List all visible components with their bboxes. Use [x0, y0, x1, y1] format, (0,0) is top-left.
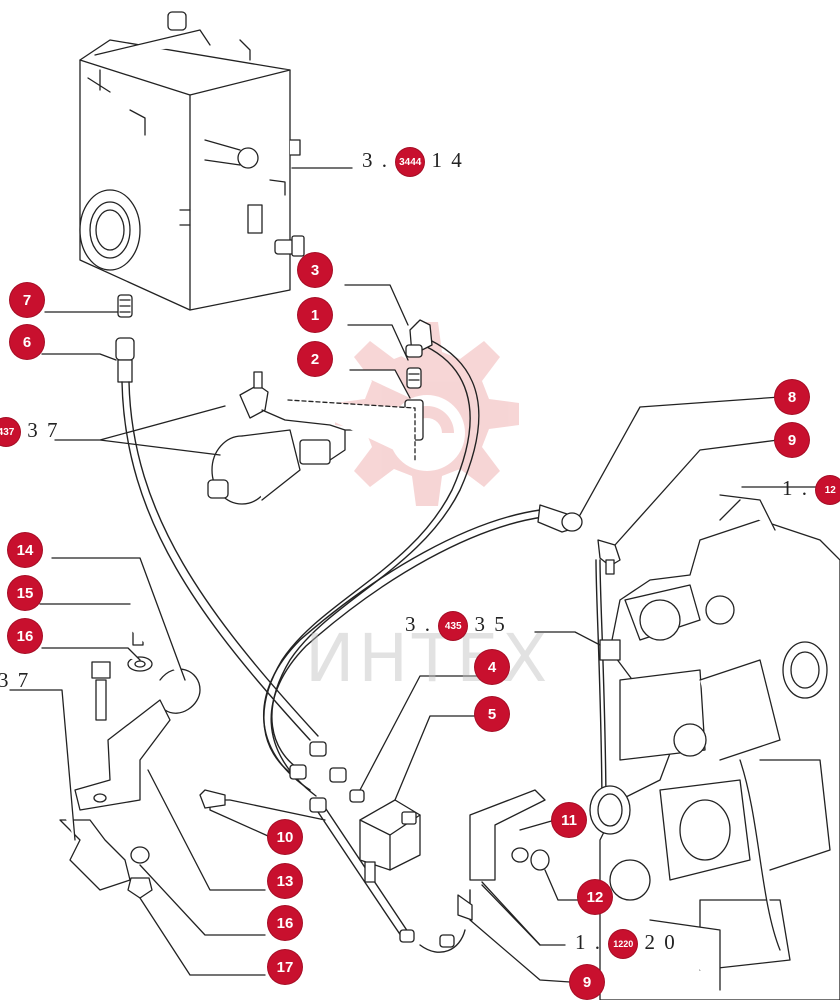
- bracket-ref-suffix: 3 7: [0, 668, 31, 692]
- gearbox-reference: 1 . 12: [782, 476, 840, 505]
- callout-6: 6: [10, 325, 44, 359]
- bottom-ref-leader: [481, 881, 541, 946]
- callout-2: 2: [298, 342, 332, 376]
- callout-12: 12: [578, 880, 612, 914]
- bracket-reference: 3 7: [0, 668, 30, 693]
- bottom-ref-prefix: 1 .: [575, 930, 602, 954]
- tank-ref-suffix: 1 4: [431, 148, 464, 172]
- gearbox-ref-badge: 12: [816, 476, 840, 505]
- callout-8: 8: [775, 380, 809, 414]
- callout-9-lower: 9: [570, 965, 604, 999]
- transmission-assembly: [534, 486, 840, 1001]
- bottom-ref-suffix: 2 0: [644, 930, 677, 954]
- tank-ref-badge: 3444: [396, 148, 425, 177]
- fitting-9-lower: [399, 894, 571, 983]
- fittings-6-7: [41, 294, 135, 383]
- callout-9-upper: 9: [775, 423, 809, 457]
- callout-4: 4: [475, 650, 509, 684]
- callout-10: 10: [268, 820, 302, 854]
- fittings-8-9: [537, 396, 781, 575]
- callout-5: 5: [475, 697, 509, 731]
- callout-1: 1: [298, 298, 332, 332]
- pump-ref-prefix: 3 .: [405, 612, 432, 636]
- filter-ref-suffix: 3 7: [27, 418, 60, 442]
- callout-3: 3: [298, 253, 332, 287]
- filter-reference: 437 3 7: [0, 418, 60, 447]
- hose-lines: [121, 339, 607, 953]
- tank-reference: 3 . 3444 1 4: [362, 148, 464, 177]
- bottom-ref-badge: 1220: [609, 930, 638, 959]
- pump-ref-suffix: 3 5: [474, 612, 507, 636]
- callout-17: 17: [268, 950, 302, 984]
- bottom-reference: 1 . 1220 2 0: [575, 930, 677, 959]
- callout-16-lower: 16: [268, 906, 302, 940]
- clamp-bracket-13-17: [9, 557, 266, 976]
- gearbox-ref-prefix: 1 .: [782, 476, 809, 500]
- callout-7: 7: [10, 283, 44, 317]
- tee-block-4-5-10: [199, 675, 479, 883]
- tank-ref-prefix: 3 .: [362, 148, 389, 172]
- pump-ref-badge: 435: [439, 612, 468, 641]
- mounting-bracket-11-12: [469, 789, 581, 946]
- callout-16-upper: 16: [8, 619, 42, 653]
- callout-14: 14: [8, 533, 42, 567]
- callout-11: 11: [552, 803, 586, 837]
- callout-15: 15: [8, 576, 42, 610]
- callout-13: 13: [268, 864, 302, 898]
- filter-ref-badge: 437: [0, 418, 20, 447]
- filter-assembly: [54, 371, 416, 505]
- hydraulic-tank: [79, 11, 305, 311]
- pump-reference: 3 . 435 3 5: [405, 612, 507, 641]
